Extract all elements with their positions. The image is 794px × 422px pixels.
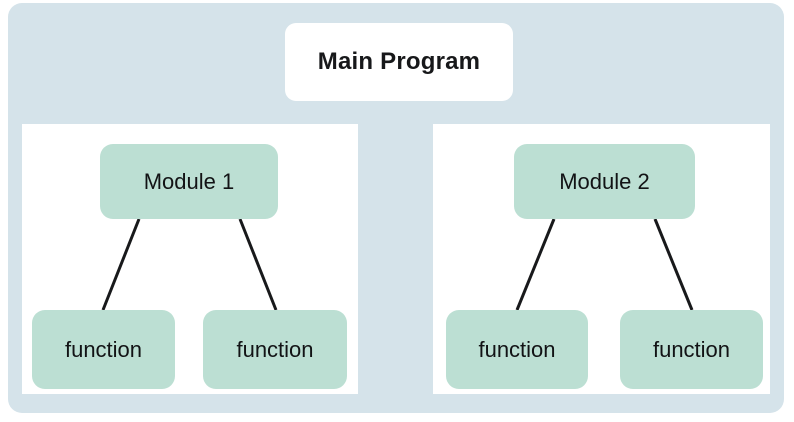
module-1-function-2-node[interactable]: function: [203, 310, 347, 389]
module-2-label: Module 2: [559, 168, 650, 194]
module-1-node[interactable]: Module 1: [100, 144, 278, 219]
module-1-label: Module 1: [143, 168, 235, 194]
module-2-node[interactable]: Module 2: [514, 144, 695, 219]
main-program-label: Main Program: [317, 48, 481, 75]
module-1-function-2-label: function: [236, 336, 314, 362]
module-2-function-2-label: function: [652, 336, 731, 362]
module-2-function-1-label: function: [478, 336, 556, 362]
module-2-function-1-node[interactable]: function: [446, 310, 588, 389]
module-2-function-2-node[interactable]: function: [620, 310, 763, 389]
module-1-function-1-node[interactable]: function: [32, 310, 175, 389]
main-program-box[interactable]: Main Program: [285, 23, 513, 101]
module-1-function-1-label: function: [64, 336, 143, 362]
